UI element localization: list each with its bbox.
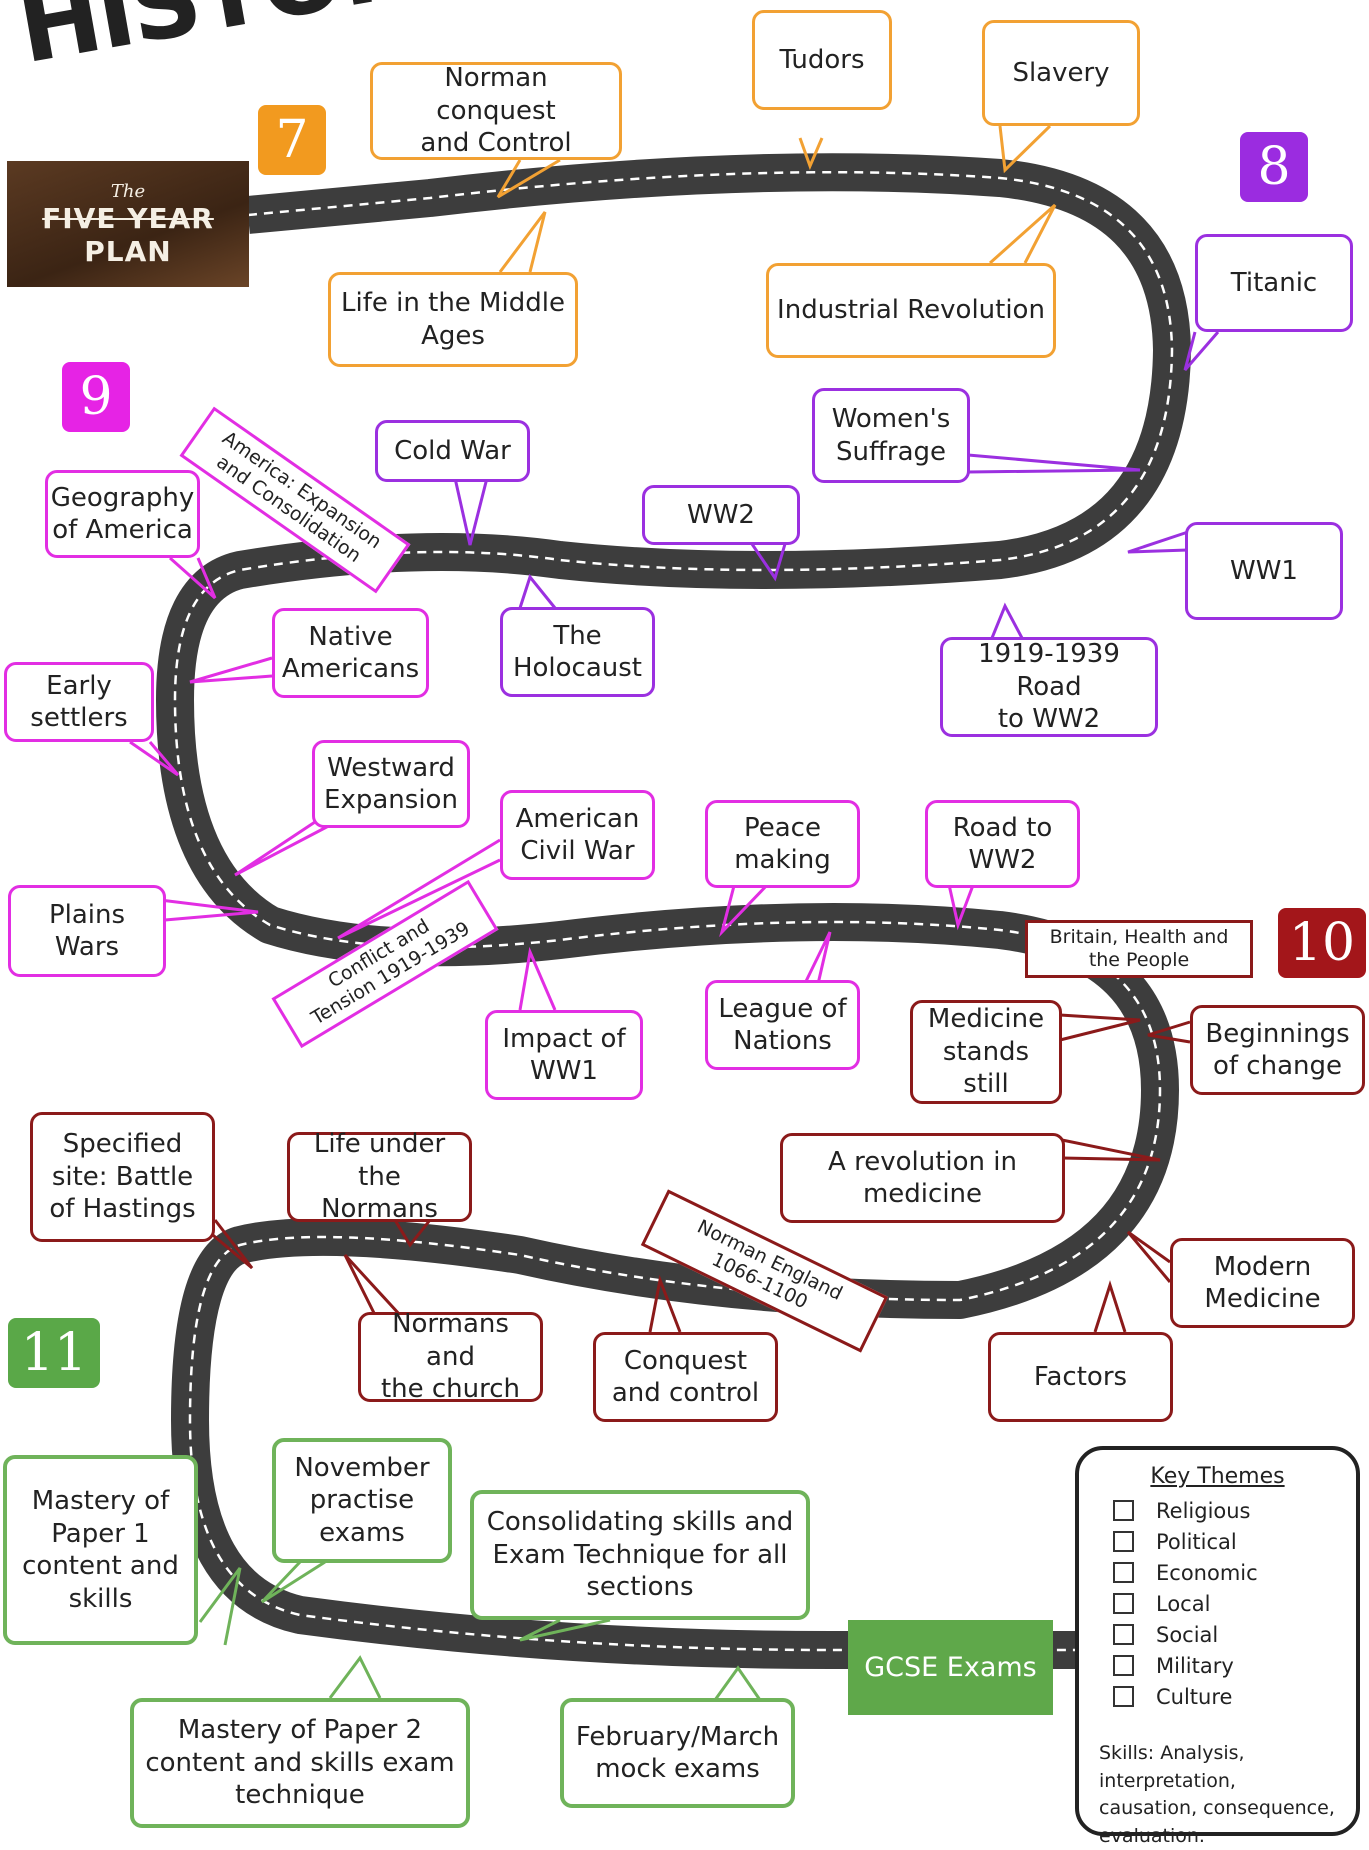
theme-row[interactable]: Political [1099,1526,1336,1557]
year-10-badge: 10 [1278,908,1366,978]
theme-checkbox[interactable] [1113,1500,1134,1521]
box-mastery-paper-2: Mastery of Paper 2 content and skills ex… [130,1698,470,1828]
box-tudors: Tudors [752,10,892,110]
theme-row[interactable]: Economic [1099,1557,1336,1588]
box-womens-suffrage: Women's Suffrage [812,388,970,483]
theme-checkbox[interactable] [1113,1562,1134,1583]
theme-row[interactable]: Religious [1099,1495,1336,1526]
key-themes-title: Key Themes [1150,1464,1285,1489]
box-medicine-stands-still: Medicine stands still [910,1000,1062,1104]
road-surface [156,153,1191,1669]
box-specified-site: Specified site: Battle of Hastings [30,1112,215,1242]
box-westward: Westward Expansion [312,740,470,828]
theme-label: Political [1156,1529,1237,1554]
box-native-americans: Native Americans [272,608,429,698]
box-november-exams: November practise exams [272,1438,452,1563]
box-early-settlers: Early settlers [4,662,154,742]
theme-checkbox[interactable] [1113,1593,1134,1614]
box-life-middle-ages: Life in the Middle Ages [328,272,578,367]
theme-label: Local [1156,1591,1211,1616]
year-11-badge: 11 [8,1318,100,1388]
theme-row[interactable]: Culture [1099,1681,1336,1712]
box-geography-america: Geography of America [45,470,200,558]
box-cold-war: Cold War [375,420,530,482]
box-ww1: WW1 [1185,522,1343,620]
theme-checkbox[interactable] [1113,1686,1134,1707]
box-beginnings-change: Beginnings of change [1190,1005,1365,1095]
theme-label: Culture [1156,1684,1233,1709]
box-consolidating: Consolidating skills and Exam Technique … [470,1490,810,1620]
box-feb-march-exams: February/March mock exams [560,1698,795,1808]
box-conquest-control: Conquest and control [593,1332,778,1422]
theme-row[interactable]: Military [1099,1650,1336,1681]
theme-label: Military [1156,1653,1234,1678]
skills-text: Skills: Analysis, interpretation, causat… [1099,1742,1335,1847]
theme-checkbox[interactable] [1113,1531,1134,1552]
box-life-normans: Life under the Normans [287,1129,472,1224]
road-centre-line [173,170,1174,1652]
plan-main-label: FIVE YEAR [42,201,214,235]
box-peace-making: Peace making [705,800,860,888]
box-slavery: Slavery [982,20,1140,126]
box-titanic: Titanic [1195,234,1353,332]
banner-britain-health: Britain, Health and the People [1025,920,1253,978]
box-holocaust: The Holocaust [500,607,655,697]
year-7-badge: 7 [258,105,326,175]
year-9-badge: 9 [62,362,130,432]
plan-the-label: The [110,180,146,202]
year-8-badge: 8 [1240,132,1308,202]
five-year-plan-board: The FIVE YEAR PLAN [7,161,249,287]
box-mastery-paper-1: Mastery of Paper 1 content and skills [3,1455,198,1645]
box-normans-church: Normans and the church [358,1309,543,1404]
box-road-1919: 1919-1939 Road to WW2 [940,637,1158,737]
box-revolution-medicine: A revolution in medicine [780,1133,1065,1223]
plan-sub-label: PLAN [84,234,172,268]
theme-checkbox[interactable] [1113,1655,1134,1676]
box-league-nations: League of Nations [705,980,860,1070]
gcse-exams-flag: GCSE Exams [848,1620,1053,1715]
theme-label: Economic [1156,1560,1258,1585]
box-civil-war: American Civil War [500,790,655,880]
box-road-to-ww2: Road to WW2 [925,800,1080,888]
box-norman-conquest: Norman conquest and Control [370,62,622,160]
theme-label: Religious [1156,1498,1251,1523]
box-impact-ww1: Impact of WW1 [485,1010,643,1100]
theme-row[interactable]: Local [1099,1588,1336,1619]
theme-checkbox[interactable] [1113,1624,1134,1645]
box-factors: Factors [988,1332,1173,1422]
box-modern-medicine: Modern Medicine [1170,1238,1355,1328]
key-themes-panel: Key Themes Religious Political Economic … [1075,1446,1360,1847]
theme-row[interactable]: Social [1099,1619,1336,1650]
theme-label: Social [1156,1622,1219,1647]
box-plains-wars: Plains Wars [8,885,166,977]
box-ww2: WW2 [642,485,800,545]
box-industrial-revolution: Industrial Revolution [766,263,1056,358]
